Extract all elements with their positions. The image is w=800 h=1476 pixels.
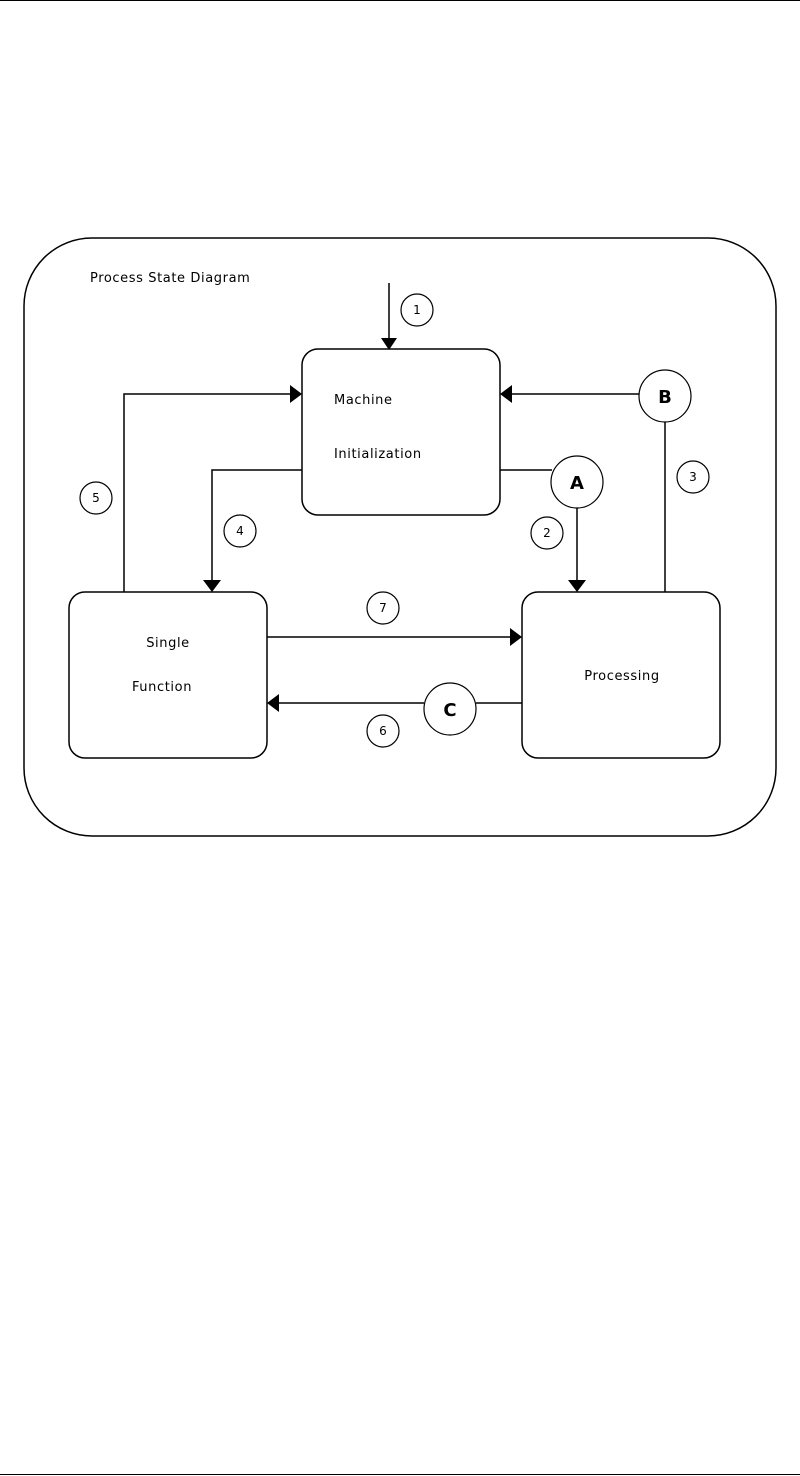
edge-2-arrowhead (568, 580, 586, 592)
edge-4-arrowhead (203, 580, 221, 592)
connector-c: C (424, 683, 476, 735)
connector-label: A (570, 473, 584, 494)
edge-5-line (124, 394, 292, 592)
state-single-function: Single Function (69, 592, 267, 758)
bottom-rule (0, 1474, 800, 1475)
badge-label: 2 (543, 526, 551, 540)
state-box (302, 349, 500, 515)
edge-b-arrowhead (500, 385, 512, 403)
state-label-line1: Machine (334, 393, 393, 408)
state-label: Processing (584, 669, 659, 684)
transition-5-badge: 5 (80, 482, 112, 514)
state-label-line1: Single (146, 636, 190, 651)
state-label-line2: Initialization (334, 447, 422, 462)
transition-4-badge: 4 (224, 515, 256, 547)
edge-6-arrowhead (267, 694, 279, 712)
connector-b: B (639, 370, 691, 422)
badge-label: 5 (92, 491, 100, 505)
edge-1-arrowhead (381, 338, 397, 350)
connector-label: C (443, 700, 456, 721)
state-box (69, 592, 267, 758)
state-label-line2: Function (132, 680, 192, 695)
transition-2-badge: 2 (531, 517, 563, 549)
transition-1-badge: 1 (401, 294, 433, 326)
edge-5-arrowhead (290, 385, 302, 403)
connector-a: A (551, 456, 603, 508)
edge-7-arrowhead (510, 628, 522, 646)
diagram-title: Process State Diagram (90, 271, 250, 286)
transition-7-badge: 7 (367, 592, 399, 624)
badge-label: 7 (379, 601, 387, 615)
badge-label: 6 (379, 724, 387, 738)
badge-label: 3 (689, 470, 697, 484)
connector-label: B (658, 387, 672, 408)
state-machine-initialization: Machine Initialization (302, 349, 500, 515)
transition-6-badge: 6 (367, 715, 399, 747)
badge-label: 1 (413, 303, 421, 317)
transition-3-badge: 3 (677, 461, 709, 493)
badge-label: 4 (236, 524, 244, 538)
state-processing: Processing (522, 592, 720, 758)
